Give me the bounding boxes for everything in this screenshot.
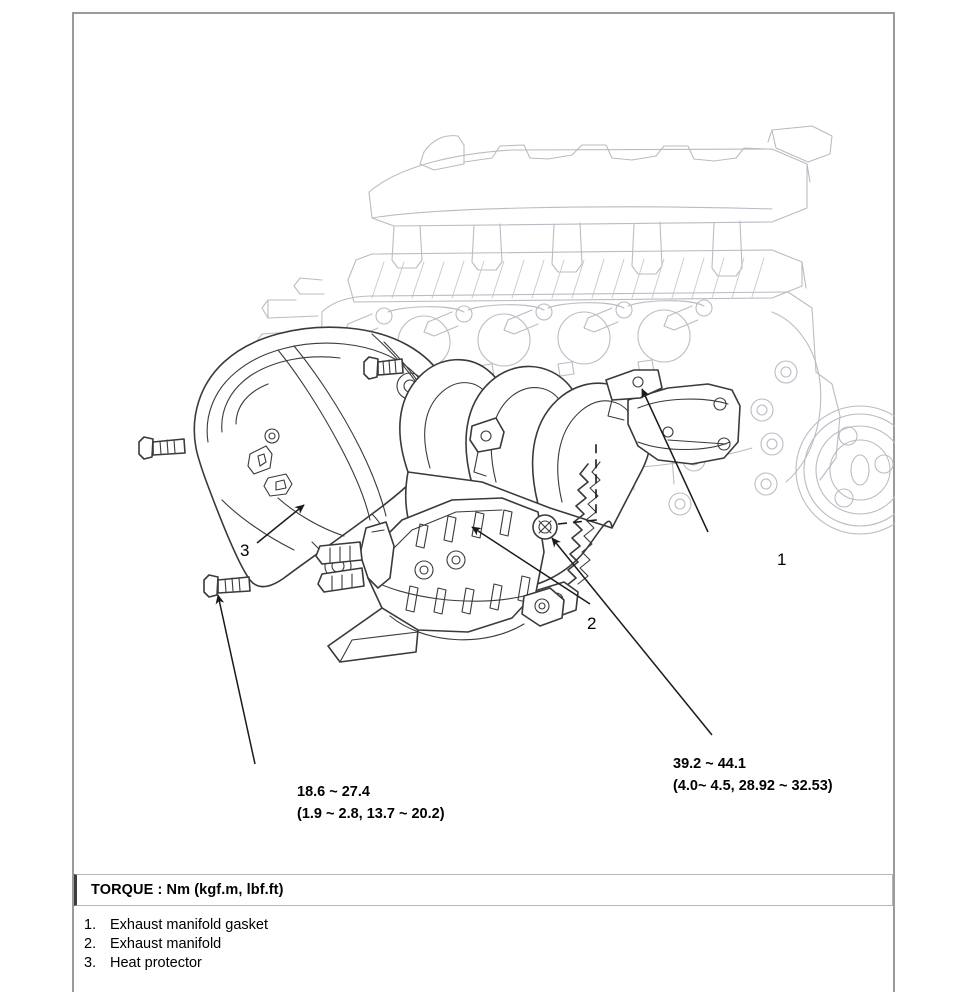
- heat-protector-part: [193, 326, 453, 588]
- torque-units-label: TORQUE : Nm (kgf.m, lbf.ft): [91, 882, 284, 898]
- torque-value-converted: (1.9 ~ 2.8, 13.7 ~ 20.2): [297, 805, 445, 822]
- exploded-view-figure: .dk { fill:none; stroke:#3a3a3a; stroke-…: [72, 12, 895, 877]
- part-number: 3.: [84, 955, 97, 971]
- torque-spec-manifold: 39.2 ~ 44.1 (4.0~ 4.5, 28.92 ~ 32.53): [673, 754, 833, 798]
- callout-label-2: 2: [587, 614, 597, 633]
- part-number: 2.: [84, 936, 97, 952]
- crankshaft-pulley: [795, 405, 895, 535]
- leader-line-torque-left: [215, 594, 256, 765]
- leader-line-1: [641, 388, 709, 533]
- leader-line-torque-right: [551, 537, 713, 736]
- parts-list: 1. Exhaust manifold gasket 2. Exhaust ma…: [84, 916, 784, 973]
- engine-block-background: [255, 125, 895, 535]
- callout-label-3: 3: [240, 541, 250, 560]
- bolt-upper-left: [363, 356, 404, 380]
- part-name: Exhaust manifold gasket: [110, 917, 268, 933]
- bolt-mid-left: [138, 436, 186, 460]
- part-name: Heat protector: [110, 955, 202, 971]
- list-item: 2. Exhaust manifold: [84, 935, 784, 954]
- torque-spec-heat-protector: 18.6 ~ 27.4 (1.9 ~ 2.8, 13.7 ~ 20.2): [297, 782, 445, 826]
- part-number: 1.: [84, 917, 97, 933]
- manifold-nut: [532, 514, 558, 540]
- list-item: 1. Exhaust manifold gasket: [84, 916, 784, 935]
- list-item: 3. Heat protector: [84, 954, 784, 973]
- torque-value-converted: (4.0~ 4.5, 28.92 ~ 32.53): [673, 777, 833, 794]
- leader-line-3: [256, 504, 305, 544]
- lower-heat-shield: [315, 497, 565, 663]
- bolt-lower-left: [203, 574, 251, 598]
- torque-value-nm: 39.2 ~ 44.1: [673, 756, 746, 772]
- exhaust-manifold-illustration: .dk { fill:none; stroke:#3a3a3a; stroke-…: [138, 125, 895, 765]
- part-name: Exhaust manifold: [110, 936, 222, 952]
- leader-line-2: [471, 526, 591, 605]
- leader-line-nut-dashed: [557, 440, 597, 525]
- callout-label-1: 1: [777, 550, 787, 569]
- torque-units-box: TORQUE : Nm (kgf.m, lbf.ft): [74, 874, 893, 906]
- torque-value-nm: 18.6 ~ 27.4: [297, 784, 370, 800]
